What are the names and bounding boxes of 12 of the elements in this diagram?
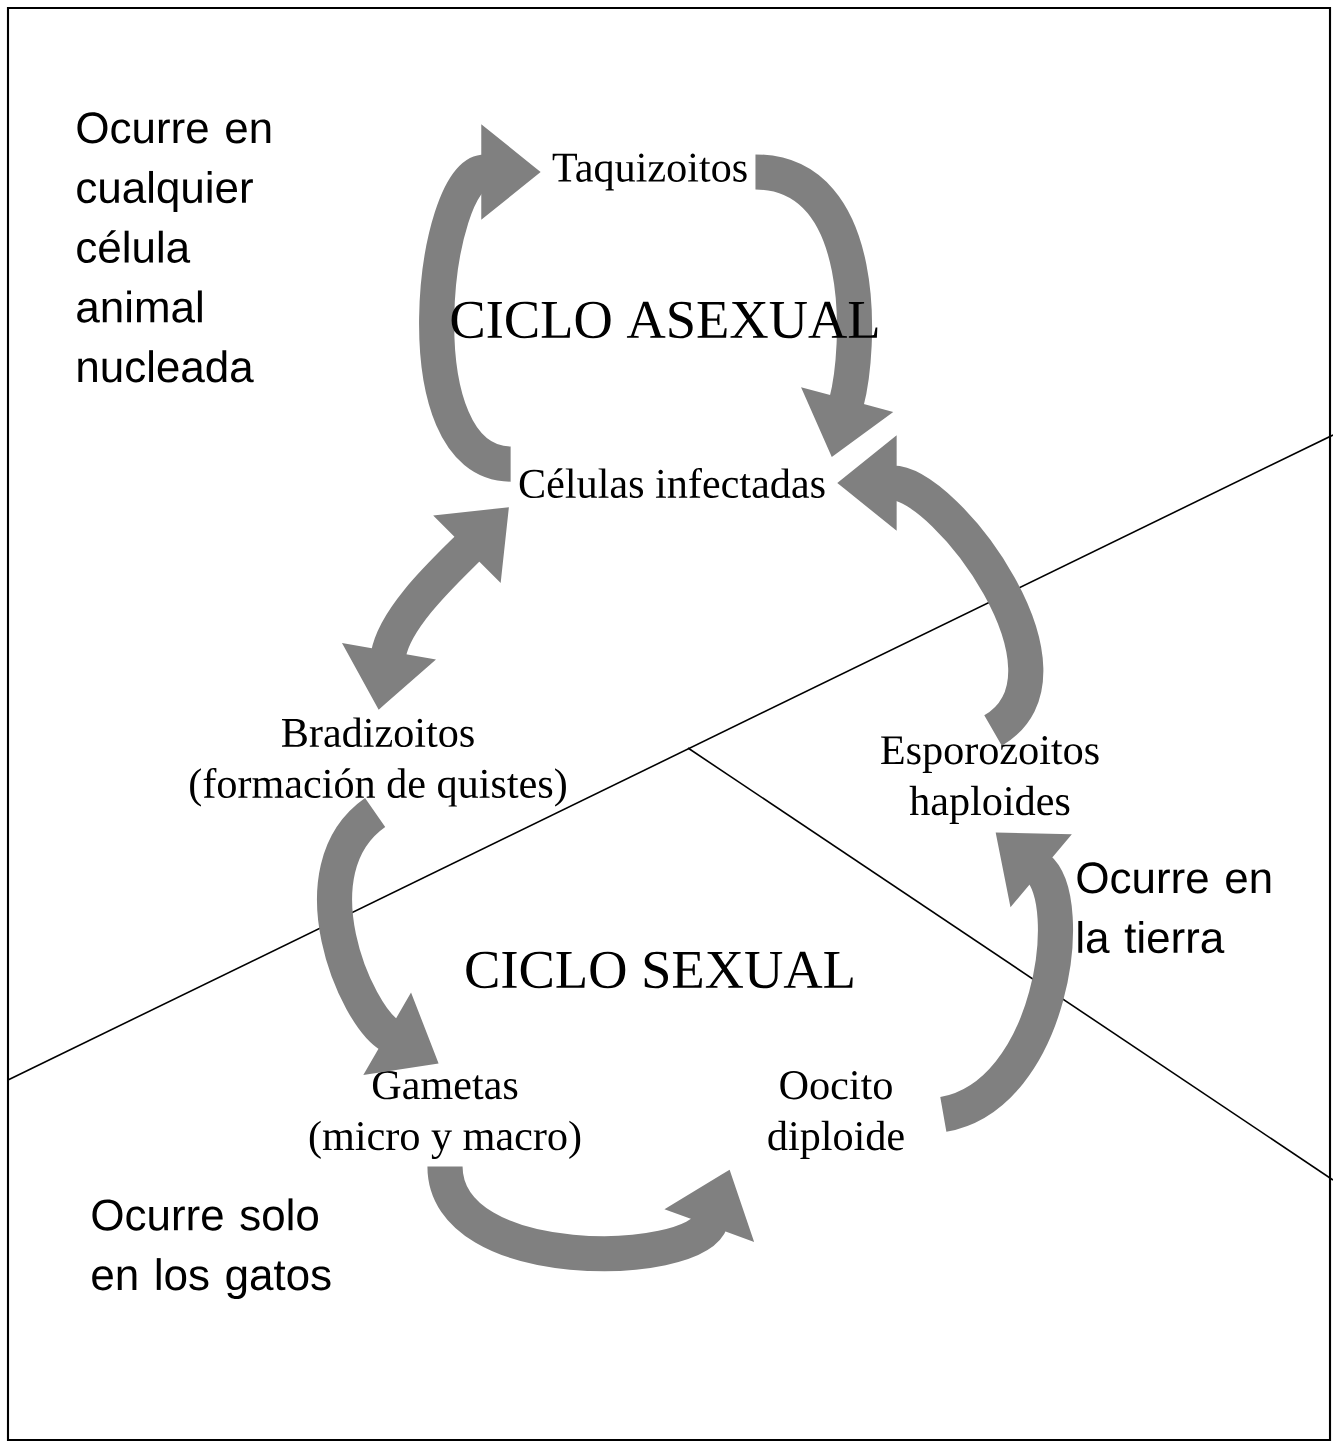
stage-label: Esporozoitos haploides bbox=[881, 736, 1099, 824]
cycle-title: CICLO ASEXUAL bbox=[451, 301, 878, 339]
stage-label: Gametas (micro y macro) bbox=[309, 1071, 581, 1159]
note-text: Ocurre en cualquier célula animal nucleada bbox=[77, 112, 271, 383]
stage-label: Taquizoitos bbox=[552, 153, 747, 191]
note-text: Ocurre en la tierra bbox=[1077, 862, 1271, 954]
stage-label: Oocito diploide bbox=[768, 1071, 904, 1159]
note-text: Ocurre solo en los gatos bbox=[92, 1198, 331, 1300]
stage-label: Bradizoitos (formación de quistes) bbox=[190, 717, 566, 807]
curved-arrow bbox=[937, 832, 1073, 1132]
cycle-title: CICLO SEXUAL bbox=[466, 951, 853, 989]
stage-label: Células infectadas bbox=[519, 467, 825, 499]
